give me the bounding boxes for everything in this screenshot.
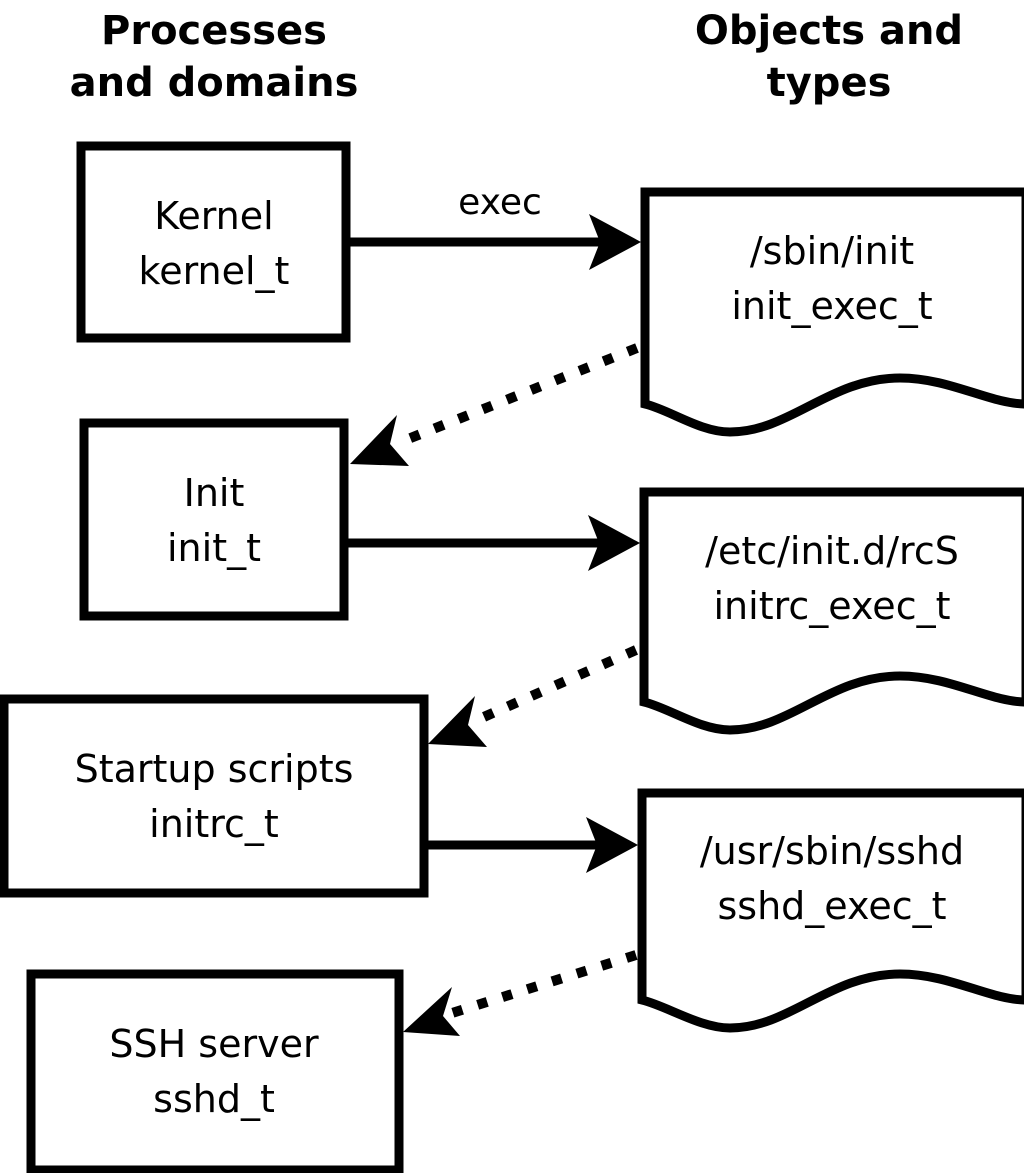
objects-header-line1: Objects and (695, 8, 963, 54)
node-init-line2: init_t (167, 526, 261, 570)
node-init-exec[interactable]: /sbin/init init_exec_t (640, 187, 1024, 437)
edge-line-sshd-sshdt (450, 950, 638, 1018)
node-sshd-exec-line2: sshd_exec_t (717, 884, 946, 928)
node-kernel-line2: kernel_t (139, 249, 290, 293)
node-ssh-server[interactable]: SSH server sshd_t (26, 969, 404, 1173)
processes-header-line2: and domains (70, 60, 359, 106)
node-startup-scripts-box[interactable] (0, 694, 429, 898)
node-startup-scripts-line2: initrc_t (149, 802, 279, 846)
node-init-box[interactable] (79, 418, 349, 621)
node-initrc-exec-line2: initrc_exec_t (714, 584, 951, 628)
objects-header-line2: types (767, 60, 892, 106)
node-init-line1: Init (184, 471, 245, 515)
edge-initexec-to-init (350, 343, 639, 466)
edge-initrc-exec-sshd (428, 817, 638, 873)
edge-rcsexec-to-initrc (428, 645, 639, 747)
arrow-head-kernel-exec (589, 214, 641, 270)
arrow-head-init-rcs (588, 515, 640, 571)
arrow-head-rcs-initrc (428, 696, 487, 747)
edge-line-initexec-init (396, 343, 639, 448)
node-sshd-exec-document[interactable] (637, 788, 1024, 1033)
edge-kernel-exec-init: exec (350, 182, 641, 270)
node-ssh-server-line2: sshd_t (153, 1077, 275, 1121)
arrow-head-initexec-init (350, 415, 409, 466)
node-ssh-server-box[interactable] (26, 969, 404, 1173)
arrow-head-initrc-sshd (586, 817, 638, 873)
column-header-processes: Processes and domains (70, 8, 359, 106)
processes-header-line1: Processes (101, 8, 327, 54)
node-initrc-exec-line1: /etc/init.d/rcS (705, 529, 959, 573)
arrow-head-sshd-sshdt (403, 987, 460, 1036)
node-kernel-box[interactable] (76, 141, 351, 343)
node-init-exec-line2: init_exec_t (731, 284, 932, 328)
column-header-objects: Objects and types (695, 8, 963, 106)
node-init-exec-line1: /sbin/init (750, 229, 914, 273)
node-sshd-exec-line1: /usr/sbin/sshd (700, 829, 964, 873)
node-sshd-exec[interactable]: /usr/sbin/sshd sshd_exec_t (637, 788, 1024, 1033)
node-initrc-exec-document[interactable] (639, 487, 1024, 735)
edge-sshdexec-to-sshd (403, 950, 638, 1036)
edge-line-rcs-initrc (474, 645, 639, 725)
node-startup-scripts-line1: Startup scripts (75, 747, 354, 791)
node-initrc-exec[interactable]: /etc/init.d/rcS initrc_exec_t (639, 487, 1024, 735)
node-startup-scripts[interactable]: Startup scripts initrc_t (0, 694, 429, 898)
node-kernel-line1: Kernel (154, 194, 273, 238)
edge-label-exec: exec (458, 182, 542, 223)
node-init-exec-document[interactable] (640, 187, 1024, 437)
node-kernel[interactable]: Kernel kernel_t (76, 141, 351, 343)
node-ssh-server-line1: SSH server (109, 1022, 319, 1066)
edge-init-exec-rcs (348, 515, 640, 571)
node-init[interactable]: Init init_t (79, 418, 349, 621)
